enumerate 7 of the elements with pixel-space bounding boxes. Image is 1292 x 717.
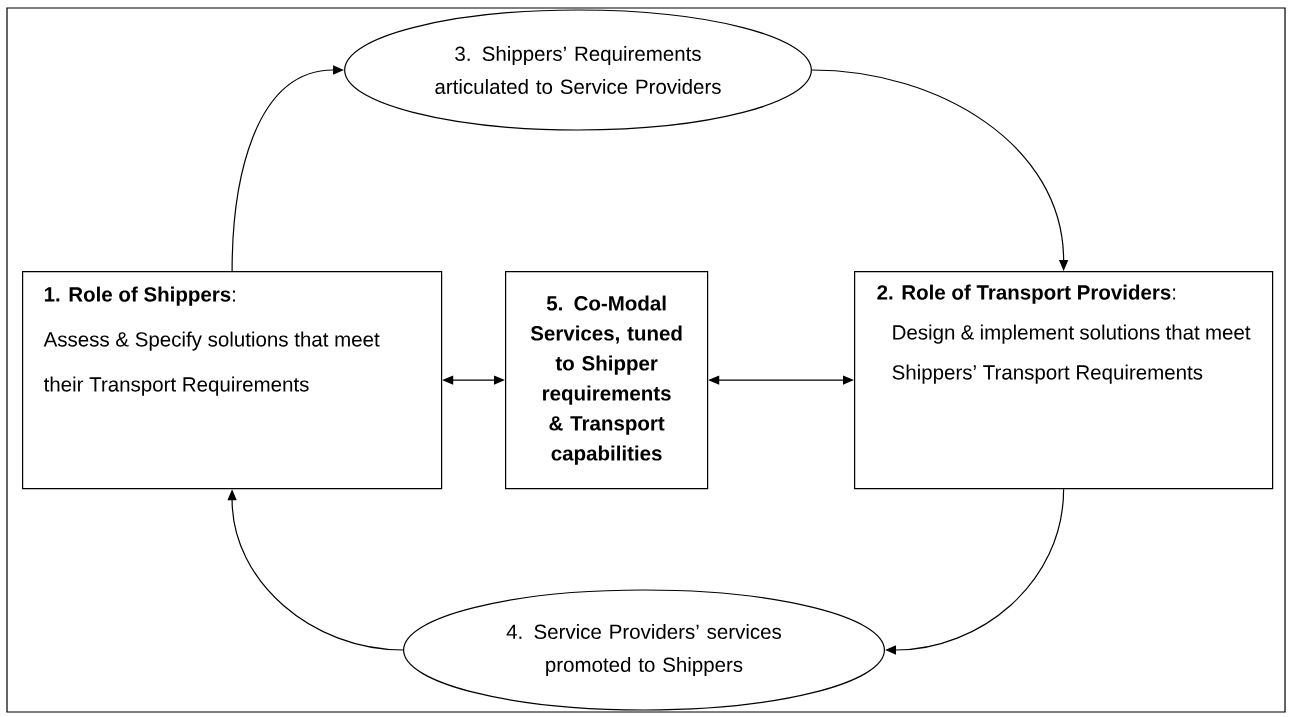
process-box: 5. Co-Modal Services, tuned to Shipper requirements & Transport capabilities <box>505 271 709 490</box>
process-box: 1. Role of Shippers: Assess & Specify solutions that meet their Transport Requirements <box>22 271 443 490</box>
curved-arrow <box>811 69 1069 271</box>
ellipse-node: 3. Shippers’ Requirements articulated to Service Providers <box>344 9 812 131</box>
ellipse-node: 4. Service Providers’ services promoted to Shippers <box>403 589 886 711</box>
curved-arrow <box>231 65 344 272</box>
process-box: 2. Role of Transport Providers: Design & implement solutions that meet Shippers’ Transport Requirements <box>854 271 1274 490</box>
